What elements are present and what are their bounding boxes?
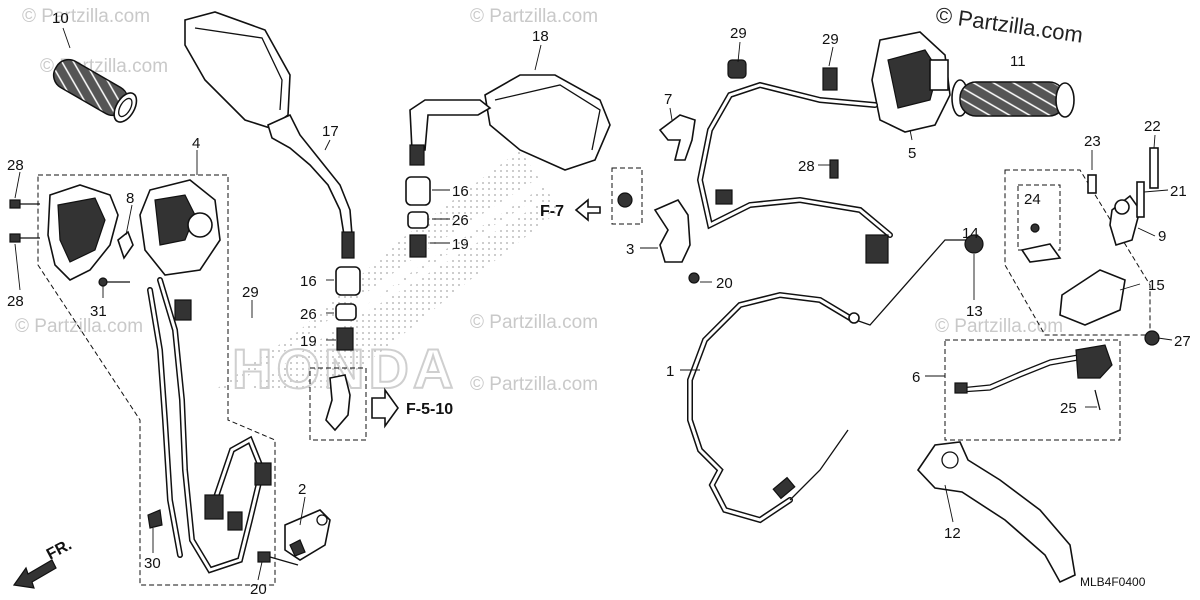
watermark-corner: © Partzilla.com	[934, 2, 1084, 47]
grip-right-part	[951, 79, 1075, 118]
callout-28: 28	[7, 293, 24, 310]
callout-7: 7	[664, 91, 672, 108]
callout-18: 18	[532, 28, 549, 45]
mirror-left-part	[184, 11, 355, 259]
callout-19: 19	[452, 236, 469, 253]
callout-5: 5	[908, 145, 916, 162]
clutch-switch-group	[944, 339, 1121, 441]
callout-11: 11	[1010, 53, 1026, 70]
screw-part	[98, 277, 130, 287]
callout-30: 30	[144, 555, 161, 572]
front-direction-indicator: FR.	[12, 536, 75, 589]
callout-2: 2	[298, 481, 306, 498]
honda-wing-watermark: HONDA	[215, 150, 563, 401]
callout-16: 16	[300, 273, 317, 290]
diagram-code: MLB4F0400	[1080, 575, 1146, 589]
right-switch-group	[696, 31, 951, 264]
clutch-cable-part	[687, 239, 975, 524]
callout-29: 29	[730, 25, 747, 42]
callout-28: 28	[798, 158, 815, 175]
switch-bracket-part	[257, 509, 331, 566]
callout-23: 23	[1084, 133, 1101, 150]
callout-3: 3	[626, 241, 634, 258]
callout-26: 26	[452, 212, 469, 229]
ref-f510-group	[309, 367, 399, 441]
callout-1: 1	[666, 363, 674, 380]
watermark-text: © Partzilla.com	[470, 312, 598, 333]
mirror-right-part	[409, 74, 611, 171]
left-switch-group	[9, 174, 276, 586]
watermark-text: © Partzilla.com	[935, 316, 1063, 337]
cable-bracket-parts	[653, 114, 700, 284]
callout-15: 15	[1148, 277, 1165, 294]
callout-29: 29	[822, 31, 839, 48]
ref-label-f510[interactable]: F-5-10	[406, 401, 453, 418]
callout-19: 19	[300, 333, 317, 350]
callout-21: 21	[1170, 183, 1187, 200]
callout-4: 4	[192, 135, 200, 152]
callout-12: 12	[944, 525, 961, 542]
watermark-text: © Partzilla.com	[22, 6, 150, 27]
callout-9: 9	[1158, 228, 1166, 245]
callout-26: 26	[300, 306, 317, 323]
callout-13: 13	[966, 303, 983, 320]
callout-17: 17	[322, 123, 339, 140]
callout-10: 10	[52, 10, 69, 27]
callout-29: 29	[242, 284, 259, 301]
clutch-holder-group	[964, 147, 1160, 346]
callout-27: 27	[1174, 333, 1191, 350]
callout-14: 14	[962, 225, 979, 242]
ref-label-f7[interactable]: F-7	[540, 203, 564, 220]
callout-16: 16	[452, 183, 469, 200]
mirror-mount-parts	[335, 176, 431, 351]
clutch-lever-part	[916, 441, 1076, 584]
watermark-text: © Partzilla.com	[470, 374, 598, 395]
grip-left-part	[52, 58, 138, 123]
watermark-text: © Partzilla.com	[470, 6, 598, 27]
callout-8: 8	[126, 190, 134, 207]
callout-labels: 10 4 8 28 28 31 17 18 7 29 29 29 11 16 2…	[7, 10, 1191, 598]
callout-20: 20	[250, 581, 267, 598]
bolt-part	[9, 233, 40, 243]
front-label: FR.	[44, 536, 75, 563]
callout-25: 25	[1060, 400, 1077, 417]
callout-22: 22	[1144, 118, 1161, 135]
callout-28: 28	[7, 157, 24, 174]
callout-31: 31	[90, 303, 107, 320]
callout-20: 20	[716, 275, 733, 292]
leader-lines	[14, 27, 1173, 581]
bolt-part	[9, 199, 40, 209]
ref-f7-group	[574, 167, 643, 225]
callout-6: 6	[912, 369, 920, 386]
callout-24: 24	[1024, 191, 1041, 208]
